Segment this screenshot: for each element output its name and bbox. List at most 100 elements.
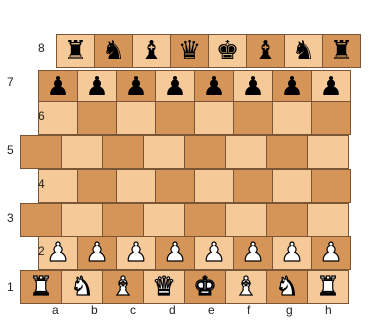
square-b2[interactable]: ♟ bbox=[77, 236, 117, 270]
square-d3[interactable] bbox=[143, 203, 185, 237]
white-pawn-icon[interactable]: ♟ bbox=[202, 240, 225, 266]
rank-label: 1 bbox=[7, 280, 14, 294]
square-g5[interactable] bbox=[266, 135, 308, 169]
black-knight-icon[interactable]: ♞ bbox=[292, 38, 315, 64]
square-h6[interactable] bbox=[311, 101, 351, 135]
white-rook-icon[interactable]: ♜ bbox=[29, 274, 52, 300]
black-king-icon[interactable]: ♚ bbox=[216, 38, 239, 64]
square-c5[interactable] bbox=[102, 135, 144, 169]
square-f8[interactable]: ♝ bbox=[246, 34, 285, 68]
black-rook-icon[interactable]: ♜ bbox=[64, 38, 87, 64]
square-g2[interactable]: ♟ bbox=[272, 236, 312, 270]
square-e4[interactable] bbox=[194, 169, 234, 203]
black-pawn-icon[interactable]: ♟ bbox=[280, 74, 303, 100]
square-f3[interactable] bbox=[225, 203, 267, 237]
square-a5[interactable] bbox=[20, 135, 62, 169]
square-c1[interactable]: ♝ bbox=[102, 270, 144, 304]
black-knight-icon[interactable]: ♞ bbox=[102, 38, 125, 64]
file-label: e bbox=[208, 303, 215, 317]
square-e1[interactable]: ♚ bbox=[184, 270, 226, 304]
white-pawn-icon[interactable]: ♟ bbox=[85, 240, 108, 266]
white-queen-icon[interactable]: ♛ bbox=[152, 274, 175, 300]
square-b7[interactable]: ♟ bbox=[77, 70, 117, 104]
square-f5[interactable] bbox=[225, 135, 267, 169]
square-d8[interactable]: ♛ bbox=[170, 34, 209, 68]
black-pawn-icon[interactable]: ♟ bbox=[163, 74, 186, 100]
square-h1[interactable]: ♜ bbox=[307, 270, 349, 304]
square-g1[interactable]: ♞ bbox=[266, 270, 308, 304]
white-pawn-icon[interactable]: ♟ bbox=[319, 240, 342, 266]
square-d7[interactable]: ♟ bbox=[155, 70, 195, 104]
square-f6[interactable] bbox=[233, 101, 273, 135]
square-b1[interactable]: ♞ bbox=[61, 270, 103, 304]
square-e2[interactable]: ♟ bbox=[194, 236, 234, 270]
square-h3[interactable] bbox=[307, 203, 349, 237]
square-c2[interactable]: ♟ bbox=[116, 236, 156, 270]
square-f7[interactable]: ♟ bbox=[233, 70, 273, 104]
square-b3[interactable] bbox=[61, 203, 103, 237]
square-f4[interactable] bbox=[233, 169, 273, 203]
white-pawn-icon[interactable]: ♟ bbox=[46, 240, 69, 266]
square-c4[interactable] bbox=[116, 169, 156, 203]
white-bishop-icon[interactable]: ♝ bbox=[111, 274, 134, 300]
square-a8[interactable]: ♜ bbox=[56, 34, 95, 68]
square-g3[interactable] bbox=[266, 203, 308, 237]
board-rank-row bbox=[20, 203, 348, 237]
file-label: d bbox=[169, 303, 176, 317]
square-g6[interactable] bbox=[272, 101, 312, 135]
square-a1[interactable]: ♜ bbox=[20, 270, 62, 304]
black-rook-icon[interactable]: ♜ bbox=[330, 38, 353, 64]
square-c3[interactable] bbox=[102, 203, 144, 237]
square-b4[interactable] bbox=[77, 169, 117, 203]
square-c7[interactable]: ♟ bbox=[116, 70, 156, 104]
white-king-icon[interactable]: ♚ bbox=[193, 274, 216, 300]
black-pawn-icon[interactable]: ♟ bbox=[241, 74, 264, 100]
board-rank-row bbox=[38, 169, 350, 203]
square-d2[interactable]: ♟ bbox=[155, 236, 195, 270]
square-d4[interactable] bbox=[155, 169, 195, 203]
square-h4[interactable] bbox=[311, 169, 351, 203]
black-pawn-icon[interactable]: ♟ bbox=[124, 74, 147, 100]
square-d5[interactable] bbox=[143, 135, 185, 169]
square-d6[interactable] bbox=[155, 101, 195, 135]
square-e3[interactable] bbox=[184, 203, 226, 237]
square-h5[interactable] bbox=[307, 135, 349, 169]
square-c6[interactable] bbox=[116, 101, 156, 135]
square-e7[interactable]: ♟ bbox=[194, 70, 234, 104]
white-knight-icon[interactable]: ♞ bbox=[70, 274, 93, 300]
black-pawn-icon[interactable]: ♟ bbox=[46, 74, 69, 100]
black-pawn-icon[interactable]: ♟ bbox=[202, 74, 225, 100]
white-bishop-icon[interactable]: ♝ bbox=[234, 274, 257, 300]
square-b8[interactable]: ♞ bbox=[94, 34, 133, 68]
square-b5[interactable] bbox=[61, 135, 103, 169]
square-e8[interactable]: ♚ bbox=[208, 34, 247, 68]
square-g4[interactable] bbox=[272, 169, 312, 203]
square-b6[interactable] bbox=[77, 101, 117, 135]
square-a3[interactable] bbox=[20, 203, 62, 237]
square-h8[interactable]: ♜ bbox=[322, 34, 361, 68]
square-g7[interactable]: ♟ bbox=[272, 70, 312, 104]
black-bishop-icon[interactable]: ♝ bbox=[254, 38, 277, 64]
square-h2[interactable]: ♟ bbox=[311, 236, 351, 270]
black-queen-icon[interactable]: ♛ bbox=[178, 38, 201, 64]
white-knight-icon[interactable]: ♞ bbox=[275, 274, 298, 300]
square-c8[interactable]: ♝ bbox=[132, 34, 171, 68]
black-pawn-icon[interactable]: ♟ bbox=[85, 74, 108, 100]
square-f1[interactable]: ♝ bbox=[225, 270, 267, 304]
square-e5[interactable] bbox=[184, 135, 226, 169]
square-g8[interactable]: ♞ bbox=[284, 34, 323, 68]
black-bishop-icon[interactable]: ♝ bbox=[140, 38, 163, 64]
white-pawn-icon[interactable]: ♟ bbox=[280, 240, 303, 266]
white-pawn-icon[interactable]: ♟ bbox=[241, 240, 264, 266]
black-pawn-icon[interactable]: ♟ bbox=[319, 74, 342, 100]
file-label: c bbox=[130, 303, 136, 317]
square-a7[interactable]: ♟ bbox=[38, 70, 78, 104]
square-f2[interactable]: ♟ bbox=[233, 236, 273, 270]
file-label: f bbox=[247, 303, 250, 317]
square-d1[interactable]: ♛ bbox=[143, 270, 185, 304]
white-rook-icon[interactable]: ♜ bbox=[316, 274, 339, 300]
square-e6[interactable] bbox=[194, 101, 234, 135]
square-h7[interactable]: ♟ bbox=[311, 70, 351, 104]
white-pawn-icon[interactable]: ♟ bbox=[124, 240, 147, 266]
white-pawn-icon[interactable]: ♟ bbox=[163, 240, 186, 266]
